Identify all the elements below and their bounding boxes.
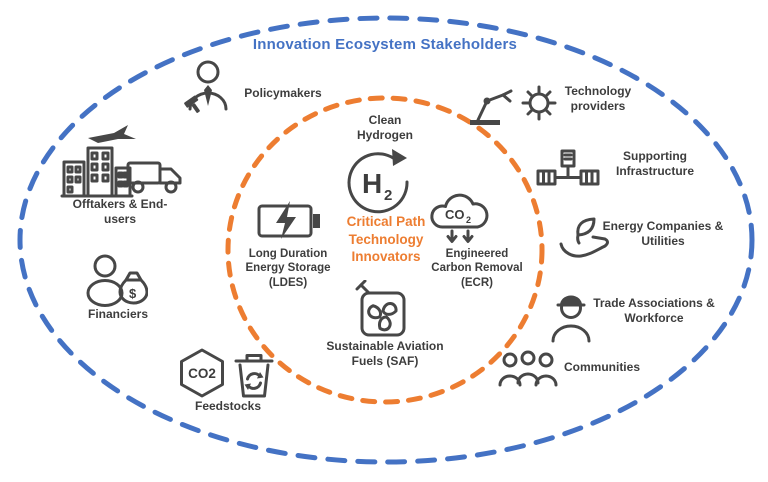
financiers-label: Financiers: [87, 307, 149, 321]
supporting-infrastructure-label: Supporting Infrastructure: [615, 149, 695, 178]
feedstocks-label: Feedstocks: [194, 399, 262, 413]
ldes-label: Long Duration Energy Storage (LDES): [245, 248, 331, 289]
hand-leaf-icon: [556, 213, 610, 259]
svg-text:CO2: CO2: [188, 366, 216, 381]
svg-text:CO: CO: [445, 207, 465, 222]
battery-lightning-icon: [256, 193, 324, 245]
person-money-bag-icon: $: [84, 253, 148, 311]
pipeline-icon: [536, 143, 600, 193]
offtakers-end-users-label: Offtakers & End-users: [72, 197, 168, 226]
center-label: Critical Path Technology Innovators: [346, 214, 426, 265]
hydrogen-h2-cycle-icon: H 2: [343, 146, 413, 218]
saf-label: Sustainable Aviation Fuels (SAF): [326, 339, 444, 368]
people-group-icon: [496, 349, 560, 393]
fuel-can-leaf-icon: [353, 280, 413, 338]
policymaker-person-gavel-icon: [179, 57, 233, 115]
worker-hardhat-icon: [546, 289, 596, 343]
svg-text:2: 2: [466, 215, 471, 225]
robot-arm-icon: [466, 84, 516, 126]
technology-ring: [225, 95, 545, 405]
technology-providers-label: Technology providers: [564, 84, 632, 113]
clean-hydrogen-label: Clean Hydrogen: [356, 113, 413, 142]
ecr-label: Engineered Carbon Removal (ECR): [431, 248, 523, 289]
airplane-icon: [86, 123, 140, 145]
diagram-title: Innovation Ecosystem Stakeholders: [252, 36, 518, 53]
svg-text:2: 2: [384, 187, 392, 204]
trade-associations-workforce-label: Trade Associations & Workforce: [593, 296, 715, 325]
co2-hexagon-icon: CO2: [176, 347, 228, 399]
gear-icon: [518, 79, 560, 127]
co2-cloud-capture-icon: CO 2: [423, 188, 497, 246]
recycle-bin-icon: [232, 351, 276, 401]
policymakers-label: Policymakers: [244, 86, 322, 100]
energy-companies-utilities-label: Energy Companies & Utilities: [602, 219, 724, 248]
truck-icon: [126, 157, 186, 195]
svg-text:$: $: [129, 286, 137, 301]
buildings-icon: [60, 140, 134, 198]
stakeholder-ring: [17, 15, 755, 465]
communities-label: Communities: [563, 360, 640, 374]
svg-text:H: H: [362, 168, 382, 199]
